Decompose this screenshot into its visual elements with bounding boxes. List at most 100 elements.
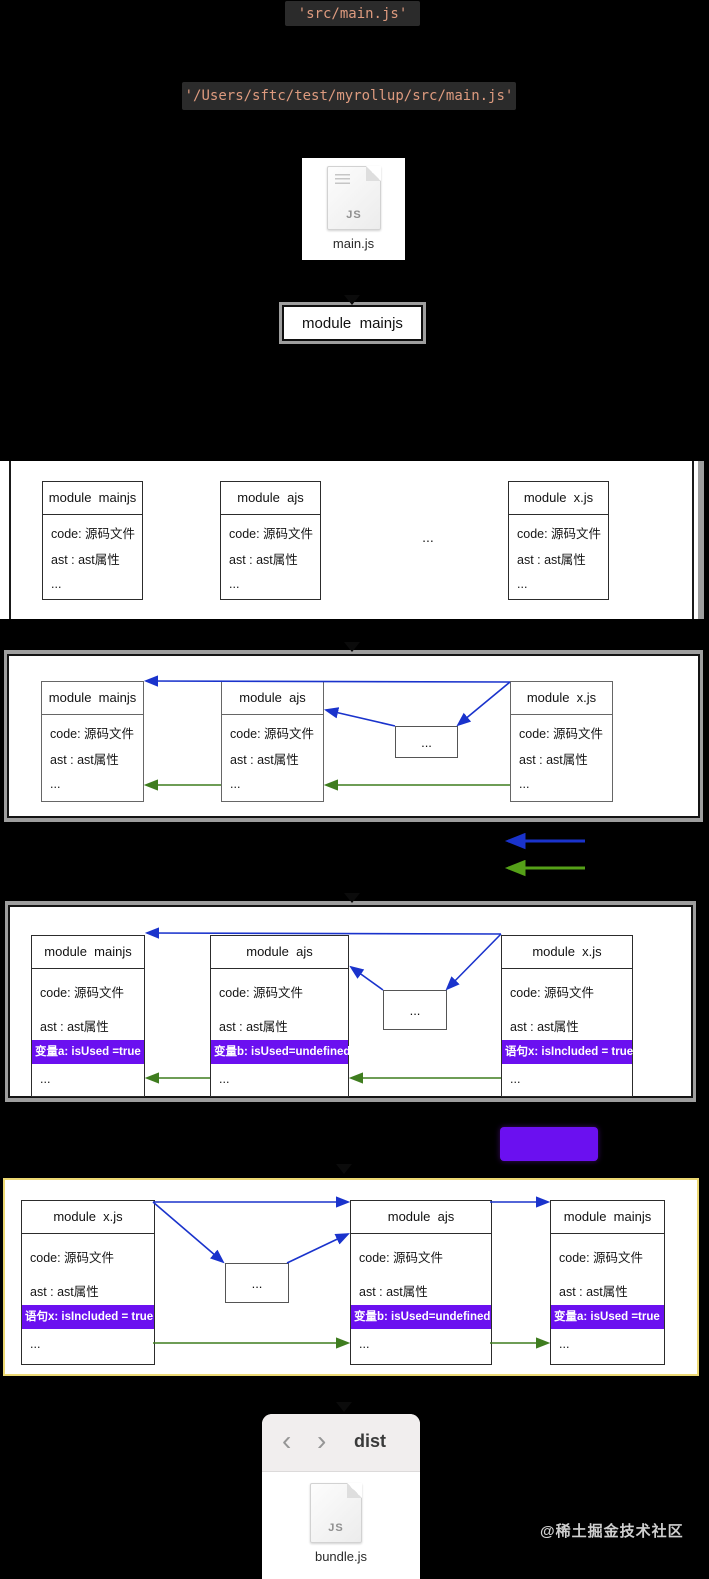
down-arrow-icon xyxy=(344,642,360,652)
module-title: module x.js xyxy=(22,1201,154,1234)
module-line-more: ... xyxy=(229,577,240,591)
module-line-code: code: 源码文件 xyxy=(50,727,135,741)
entry-file-card: JS main.js xyxy=(302,158,405,260)
module-box-mainjs: module mainjs code: 源码文件 ast : ast属性 变量a… xyxy=(550,1200,665,1365)
module-box-ajs: module ajs code: 源码文件 ast : ast属性 变量b: i… xyxy=(350,1200,492,1365)
module-line-more: ... xyxy=(30,1337,41,1351)
module-title: module ajs xyxy=(222,682,323,715)
module-line-more: ... xyxy=(517,577,528,591)
modules-row-3: module mainjs code: 源码文件 ast : ast属性 变量a… xyxy=(8,905,693,1098)
module-title: module ajs xyxy=(351,1201,491,1234)
entry-path-chip: 'src/main.js' xyxy=(285,1,420,26)
module-box-mainjs: module mainjs code: 源码文件 ast : ast属性 ... xyxy=(41,681,144,802)
module-title: module mainjs xyxy=(42,682,143,715)
down-arrow-icon xyxy=(344,893,360,903)
module-line-more: ... xyxy=(219,1072,230,1086)
module-line-code: code: 源码文件 xyxy=(510,986,595,1000)
module-title: module mainjs xyxy=(551,1201,664,1234)
usage-flag-highlight: 变量b: isUsed=undefined xyxy=(211,1040,350,1064)
module-line-more: ... xyxy=(510,1072,521,1086)
module-title: module x.js xyxy=(509,482,608,515)
modules-row-2-frame: module mainjs code: 源码文件 ast : ast属性 ...… xyxy=(4,650,703,822)
module-title: module x.js xyxy=(511,682,612,715)
watermark: @稀土掘金技术社区 xyxy=(540,1523,684,1540)
module-line-more: ... xyxy=(359,1337,370,1351)
module-title: module mainjs xyxy=(32,936,144,969)
module-line-code: code: 源码文件 xyxy=(51,527,136,541)
js-file-icon: JS xyxy=(327,166,381,230)
down-arrow-icon xyxy=(336,1164,352,1174)
js-badge: JS xyxy=(328,1522,344,1534)
module-line-ast: ast : ast属性 xyxy=(559,1285,628,1299)
module-box-ajs: module ajs code: 源码文件 ast : ast属性 变量b: i… xyxy=(210,935,350,1097)
module-line-code: code: 源码文件 xyxy=(229,527,314,541)
module-line-ast: ast : ast属性 xyxy=(359,1285,428,1299)
module-line-more: ... xyxy=(519,777,530,791)
module-line-code: code: 源码文件 xyxy=(559,1251,644,1265)
chevron-left-icon[interactable]: ‹ xyxy=(282,1425,292,1456)
usage-flag-highlight: 语句x: isIncluded = true xyxy=(502,1040,633,1064)
other-modules-box: ... xyxy=(395,726,458,758)
module-line-code: code: 源码文件 xyxy=(30,1251,115,1265)
arrow-legend xyxy=(504,832,585,877)
module-line-code: code: 源码文件 xyxy=(519,727,604,741)
usage-flag-highlight: 变量a: isUsed =true xyxy=(551,1305,664,1329)
module-line-ast: ast : ast属性 xyxy=(51,553,120,567)
module-line-code: code: 源码文件 xyxy=(230,727,315,741)
modules-row-2: module mainjs code: 源码文件 ast : ast属性 ...… xyxy=(7,654,700,818)
single-module-box: module mainjs xyxy=(279,302,426,344)
single-module-title: module mainjs xyxy=(282,305,423,341)
finder-folder-title: dist xyxy=(354,1431,387,1451)
js-badge: JS xyxy=(346,209,362,221)
purple-highlight-legend xyxy=(500,1127,598,1161)
usage-flag-highlight: 语句x: isIncluded = true xyxy=(22,1305,154,1329)
more-modules-ellipsis: ... xyxy=(422,529,434,545)
module-box-xjs: module x.js code: 源码文件 ast : ast属性 ... xyxy=(510,681,613,802)
module-line-ast: ast : ast属性 xyxy=(230,753,299,767)
module-title: module ajs xyxy=(221,482,320,515)
module-title: module mainjs xyxy=(43,482,142,515)
module-line-more: ... xyxy=(559,1337,570,1351)
finder-window: ‹ › dist JS bundle.js xyxy=(262,1414,420,1579)
finder-toolbar: ‹ › dist xyxy=(262,1414,420,1472)
module-line-ast: ast : ast属性 xyxy=(30,1285,99,1299)
usage-flag-highlight: 变量a: isUsed =true xyxy=(32,1040,144,1064)
panel-shadow xyxy=(698,461,704,619)
chevron-right-icon[interactable]: › xyxy=(317,1425,327,1456)
module-line-more: ... xyxy=(51,577,62,591)
module-line-ast: ast : ast属性 xyxy=(50,753,119,767)
module-line-ast: ast : ast属性 xyxy=(40,1020,109,1034)
doc-text-lines xyxy=(335,174,350,185)
folded-corner-icon xyxy=(347,1483,362,1498)
module-line-ast: ast : ast属性 xyxy=(517,553,586,567)
module-line-more: ... xyxy=(230,777,241,791)
down-arrow-icon xyxy=(336,1402,352,1412)
module-box-ajs: module ajs code: 源码文件 ast : ast属性 ... xyxy=(221,681,324,802)
modules-row-3-frame: module mainjs code: 源码文件 ast : ast属性 变量a… xyxy=(5,901,696,1102)
down-arrow-icon xyxy=(344,295,360,305)
module-line-more: ... xyxy=(40,1072,51,1086)
module-box-xjs: module x.js code: 源码文件 ast : ast属性 语句x: … xyxy=(501,935,633,1097)
module-title: module ajs xyxy=(211,936,348,969)
module-line-code: code: 源码文件 xyxy=(40,986,125,1000)
module-box-ajs: module ajs code: 源码文件 ast : ast属性 ... xyxy=(220,481,321,600)
module-box-xjs: module x.js code: 源码文件 ast : ast属性 语句x: … xyxy=(21,1200,155,1365)
panel-edge-line xyxy=(692,461,694,619)
usage-flag-highlight: 变量b: isUsed=undefined xyxy=(351,1305,491,1329)
js-file-icon: JS xyxy=(310,1483,362,1543)
module-line-ast: ast : ast属性 xyxy=(219,1020,288,1034)
other-modules-box: ... xyxy=(225,1263,289,1303)
module-box-xjs: module x.js code: 源码文件 ast : ast属性 ... xyxy=(508,481,609,600)
module-box-mainjs: module mainjs code: 源码文件 ast : ast属性 变量a… xyxy=(31,935,145,1097)
resolved-path-chip: '/Users/sftc/test/myrollup/src/main.js' xyxy=(182,82,516,110)
entry-file-label: main.js xyxy=(332,236,375,251)
module-line-code: code: 源码文件 xyxy=(517,527,602,541)
module-line-ast: ast : ast属性 xyxy=(229,553,298,567)
modules-row-1: module mainjs code: 源码文件 ast : ast属性 ...… xyxy=(0,461,704,619)
modules-row-4: module x.js code: 源码文件 ast : ast属性 语句x: … xyxy=(3,1178,699,1376)
module-box-mainjs: module mainjs code: 源码文件 ast : ast属性 ... xyxy=(42,481,143,600)
other-modules-box: ... xyxy=(383,990,447,1030)
module-line-ast: ast : ast属性 xyxy=(510,1020,579,1034)
module-line-ast: ast : ast属性 xyxy=(519,753,588,767)
